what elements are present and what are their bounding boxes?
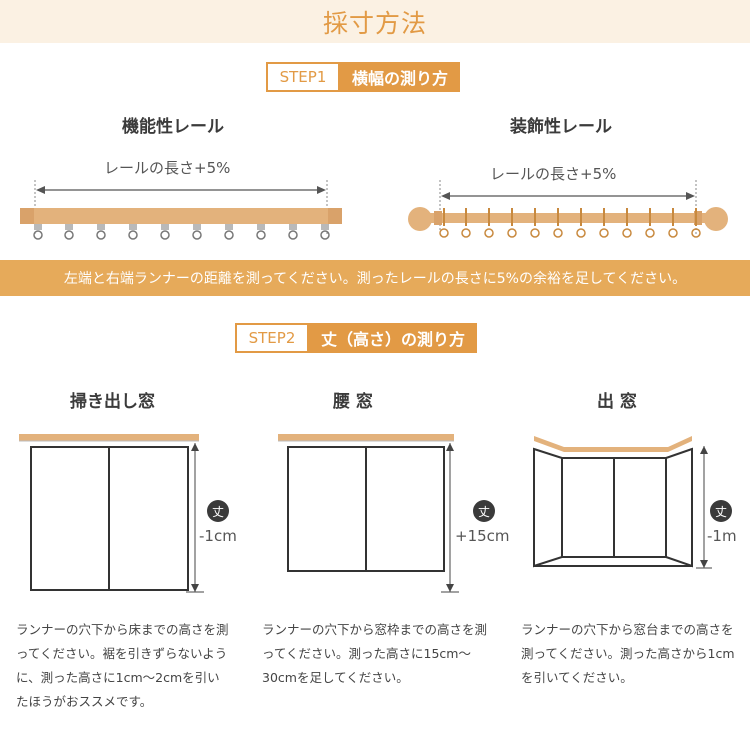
step2-title: 丈（高さ）の測り方 <box>309 323 478 353</box>
length-badge-icon: 丈 <box>207 500 229 522</box>
adjust-bay: -1m <box>707 527 737 545</box>
description-bay: ランナーの穴下から窓台までの高さを測ってください。測った高さから1cmを引いてく… <box>521 622 735 685</box>
length-badge-icon: 丈 <box>473 500 495 522</box>
step1-heading: STEP1 横幅の測り方 <box>266 62 461 92</box>
decorative-rail-label: 装飾性レール <box>510 117 612 137</box>
step1-note-band: 左端と右端ランナーの距離を測ってください。測ったレールの長さに5%の余裕を足して… <box>0 260 750 296</box>
step2-number: STEP2 <box>235 323 309 353</box>
decorative-rail-diagram <box>408 180 728 238</box>
sweep-window-diagram <box>19 434 204 593</box>
functional-rail-label: 機能性レール <box>122 117 224 137</box>
page-header: 採寸方法 <box>0 0 750 43</box>
length-badge-icon: 丈 <box>710 500 732 522</box>
step1-note-text: 左端と右端ランナーの距離を測ってください。測ったレールの長さに5%の余裕を足して… <box>63 271 687 287</box>
description-sweep: ランナーの穴下から床までの高さを測ってください。裾を引きずらないように、測った高… <box>16 622 229 709</box>
functional-rail-diagram <box>20 180 342 240</box>
window-name-bay: 出 窓 <box>597 392 637 412</box>
functional-rail-measure-text: レールの長さ+5% <box>104 159 231 177</box>
page-title: 採寸方法 <box>322 8 427 38</box>
window-name-waist: 腰 窓 <box>333 392 373 412</box>
adjust-waist: +15cm <box>455 527 510 545</box>
waist-window-diagram <box>278 434 459 593</box>
description-waist: ランナーの穴下から窓枠までの高さを測ってください。測った高さに15cm〜30cm… <box>262 622 488 685</box>
decorative-rail-measure-text: レールの長さ+5% <box>490 165 617 183</box>
bay-window-diagram <box>533 436 712 569</box>
step1-title: 横幅の測り方 <box>340 62 461 92</box>
step1-number: STEP1 <box>266 62 340 92</box>
step2-heading: STEP2 丈（高さ）の測り方 <box>235 323 478 353</box>
adjust-sweep: -1cm <box>199 527 237 545</box>
window-name-sweep: 掃き出し窓 <box>70 392 155 412</box>
